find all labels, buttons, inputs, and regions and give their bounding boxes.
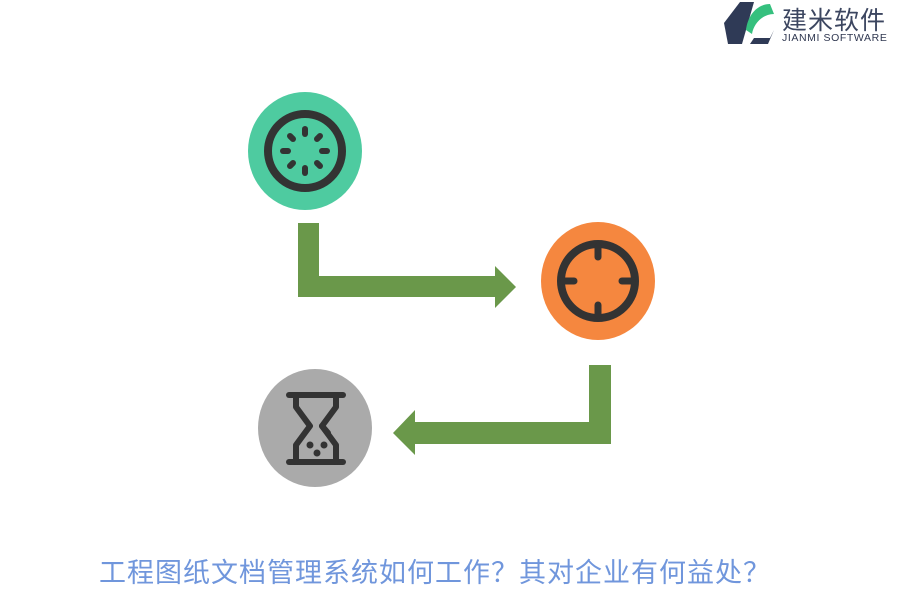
brand-logo: 建米软件 JIANMI SOFTWARE	[724, 0, 900, 48]
arrow-target-to-waiting	[393, 365, 611, 455]
crosshair-target-icon	[557, 240, 639, 322]
hourglass-icon	[286, 392, 346, 465]
diagram-caption: 工程图纸文档管理系统如何工作？其对企业有何益处？	[99, 558, 771, 589]
logo-name-en: JIANMI SOFTWARE	[782, 32, 888, 44]
logo-name-cn: 建米软件	[782, 6, 887, 35]
arrow-loading-to-target	[298, 223, 516, 308]
node-target	[541, 222, 655, 340]
node-loading	[248, 92, 362, 210]
node-waiting	[258, 369, 372, 487]
logo-mark-icon	[724, 2, 774, 44]
loading-spinner-icon	[264, 110, 346, 192]
